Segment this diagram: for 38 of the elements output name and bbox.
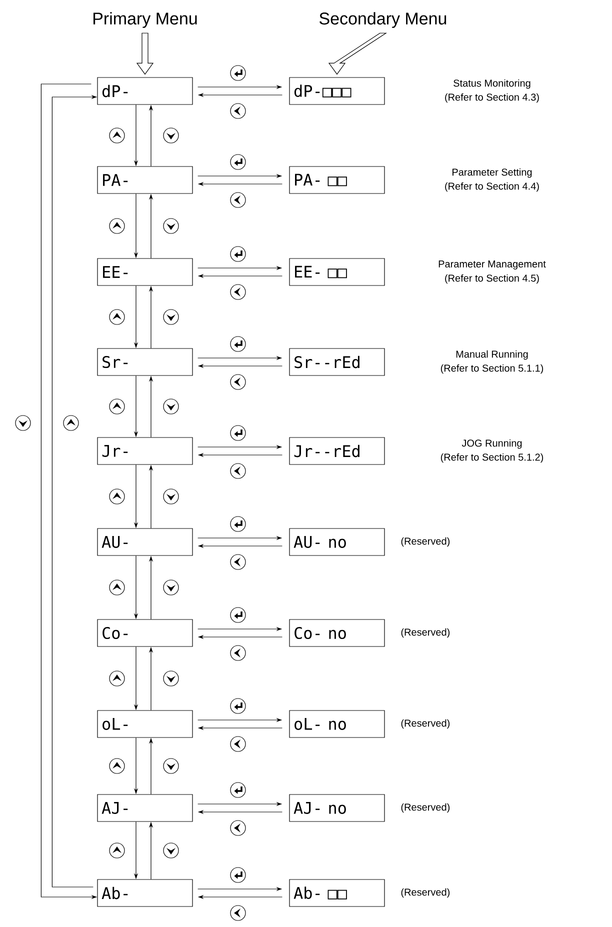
description-text: (Reserved): [401, 803, 450, 813]
display-box: Ab- □□: [289, 879, 385, 907]
display-box: Co- no: [289, 619, 385, 647]
display-box: oL- no: [289, 710, 385, 738]
display-box: EE-: [97, 258, 193, 286]
display-box: dP-: [97, 77, 193, 105]
description-text: (Refer to Section 5.1.1): [440, 364, 544, 374]
description-text: Parameter Management: [438, 260, 546, 270]
display-box: EE- □□: [289, 258, 385, 286]
description-text: (Refer to Section 5.1.2): [440, 453, 544, 463]
display-box: Sr--rEd: [289, 348, 385, 376]
hollow-arrow: [136, 32, 154, 75]
display-box: Ab-: [97, 879, 193, 907]
menu-heading: Primary Menu: [94, 12, 197, 28]
display-box: Co-: [97, 619, 193, 647]
display-box: AU-: [97, 528, 193, 556]
display-box: Jr-: [97, 437, 193, 465]
description-text: (Refer to Section 4.3): [445, 93, 539, 103]
description-text: (Refer to Section 4.5): [445, 274, 539, 284]
description-text: Manual Running: [456, 350, 528, 360]
description-text: JOG Running: [462, 439, 522, 449]
description-text: (Reserved): [401, 888, 450, 898]
display-box: PA- □□: [289, 166, 385, 194]
description-text: (Reserved): [401, 628, 450, 638]
description-text: Parameter Setting: [452, 168, 532, 178]
display-box: AU- no: [289, 528, 385, 556]
display-box: oL-: [97, 710, 193, 738]
display-box: PA-: [97, 166, 193, 194]
description-text: (Refer to Section 4.4): [445, 182, 539, 192]
description-text: Status Monitoring: [454, 79, 530, 89]
description-text: (Reserved): [401, 719, 450, 729]
display-box: AJ-: [97, 794, 193, 822]
menu-heading: Secondary Menu: [320, 12, 446, 28]
display-box: Sr-: [97, 348, 193, 376]
description-text: (Reserved): [401, 537, 450, 547]
display-box: Jr--rEd: [289, 437, 385, 465]
display-box: dP-□□□: [289, 77, 385, 105]
display-box: AJ- no: [289, 794, 385, 822]
